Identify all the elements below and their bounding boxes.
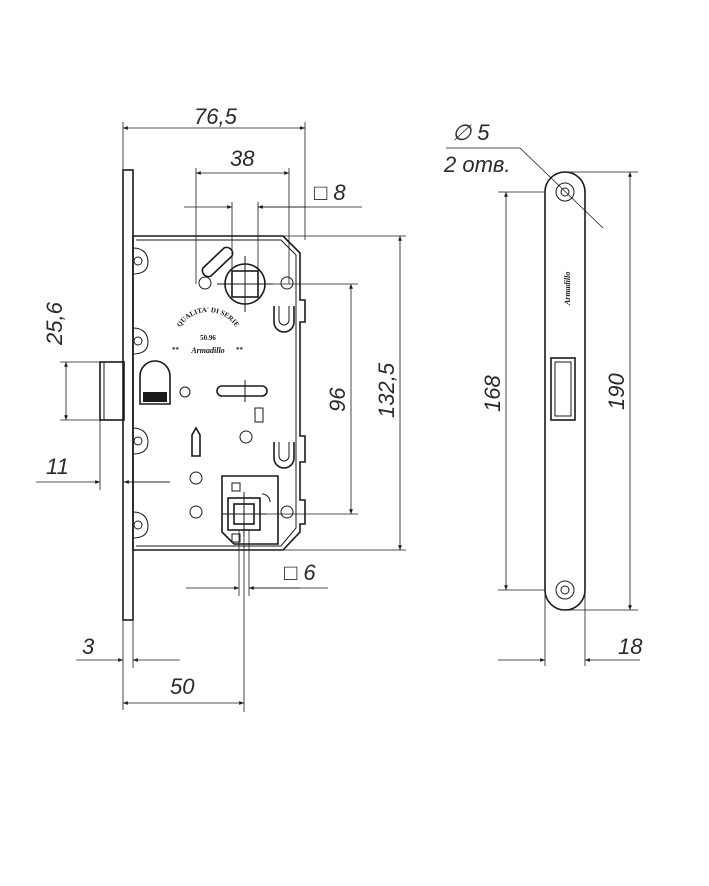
dim-square-follower: □ 8	[314, 180, 346, 205]
lock-body: QUALITA' DI SERIE 50.96 Armadillo ** **	[99, 169, 306, 621]
latch-mechanism	[139, 360, 294, 519]
dim-center-distance: 96	[325, 387, 350, 412]
dim-square-bolt: □ 6	[284, 560, 316, 585]
lock-case	[132, 235, 306, 551]
strike-latch-slot	[550, 357, 576, 421]
lock-dimensions: 76,5 38 □ 8 25,6 11 96 132,5	[36, 104, 406, 712]
strike-plate: Armadillo	[544, 171, 586, 611]
strike-brand: Armadillo	[563, 272, 572, 306]
stamp-brand: Armadillo	[190, 346, 224, 355]
dim-faceplate-thickness: 3	[82, 634, 95, 659]
latch-tongue	[99, 361, 125, 421]
stamp-model: 50.96	[200, 334, 216, 342]
dim-case-height: 132,5	[374, 362, 399, 418]
quality-stamp: QUALITA' DI SERIE 50.96 Armadillo ** **	[172, 306, 244, 355]
stamp-circle-text: QUALITA' DI SERIE	[175, 306, 241, 329]
dim-spindle-axis: 38	[230, 146, 255, 171]
dim-latch-offset: 25,6	[42, 301, 67, 346]
strike-dimensions: ∅ 5 2 отв. 168 190 18	[443, 120, 643, 666]
svg-text:**: **	[172, 346, 180, 354]
dim-backset-width: 76,5	[194, 104, 238, 129]
dim-strike-length: 190	[604, 373, 629, 410]
dim-latch-height: 11	[46, 454, 69, 479]
dim-hole-count: 2 отв.	[443, 152, 511, 177]
latch-guides	[273, 306, 295, 469]
dim-strike-width: 18	[618, 634, 643, 659]
dim-strike-hole-spacing: 168	[480, 375, 505, 412]
bolt-square-block	[221, 475, 279, 545]
dim-backset: 50	[170, 674, 195, 699]
svg-text:**: **	[236, 346, 244, 354]
follower-slot	[198, 246, 294, 290]
dim-hole-diameter: ∅ 5	[452, 120, 490, 145]
case-screw-holes	[132, 247, 149, 539]
